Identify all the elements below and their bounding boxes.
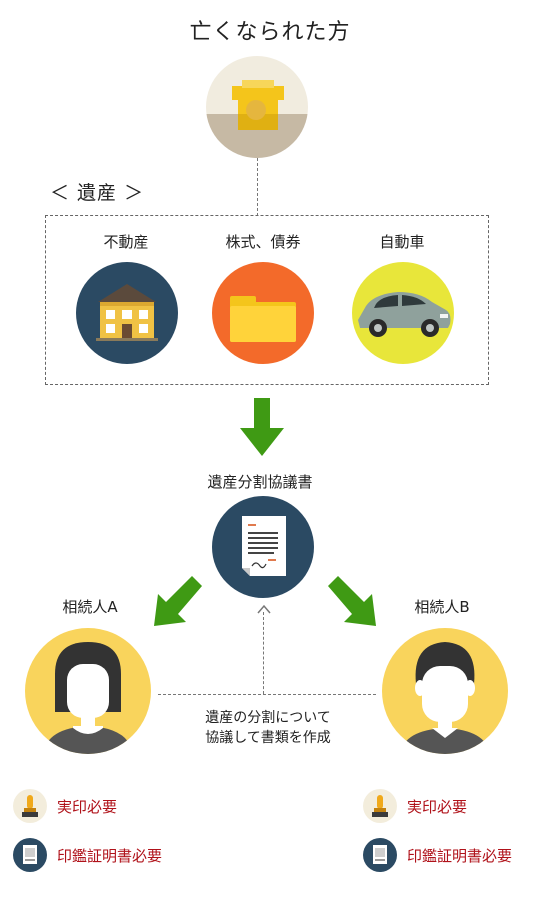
heir-connector-line (158, 694, 376, 695)
certificate-icon (13, 838, 47, 872)
man-avatar-icon (382, 628, 508, 754)
heir-a-name: 相続人A (62, 598, 118, 616)
certificate-icon (363, 838, 397, 872)
arrow-to-heir-a-icon (150, 576, 204, 630)
estate-box (45, 215, 489, 385)
document-icon (212, 496, 314, 598)
agreement-title: 遺産分割協議書 (207, 473, 313, 491)
up-arrow-icon (257, 604, 271, 614)
house-icon (76, 262, 178, 364)
right-certificate-required-label: 印鑑証明書必要 (407, 847, 513, 865)
arrow-to-heir-b-icon (326, 576, 380, 630)
estate-label-real-estate: 不動産 (103, 233, 149, 251)
seal-stamp-icon (363, 789, 397, 823)
estate-heading: ＜ 遺産 ＞ (50, 182, 145, 204)
connector-line (257, 158, 258, 216)
down-arrow-icon (240, 398, 284, 456)
estate-label-car: 自動車 (379, 233, 425, 251)
car-icon (352, 262, 454, 364)
seal-stamp-icon (13, 789, 47, 823)
folder-icon (212, 262, 314, 364)
right-seal-required-label: 実印必要 (407, 798, 468, 816)
left-seal-required-label: 実印必要 (57, 798, 118, 816)
estate-label-stocks-bonds: 株式、債券 (225, 233, 301, 251)
deceased-title: 亡くなられた方 (189, 20, 351, 45)
heir-b-name: 相続人B (414, 598, 470, 616)
discussion-note-line1: 遺産の分割について (205, 710, 331, 726)
woman-avatar-icon (25, 628, 151, 754)
left-certificate-required-label: 印鑑証明書必要 (57, 847, 163, 865)
discussion-note-line2: 協議して書類を作成 (205, 730, 331, 746)
urn-icon (206, 56, 308, 158)
agreement-connector-line (263, 612, 264, 694)
discussion-note: 遺産の分割について 協議して書類を作成 (170, 708, 366, 748)
